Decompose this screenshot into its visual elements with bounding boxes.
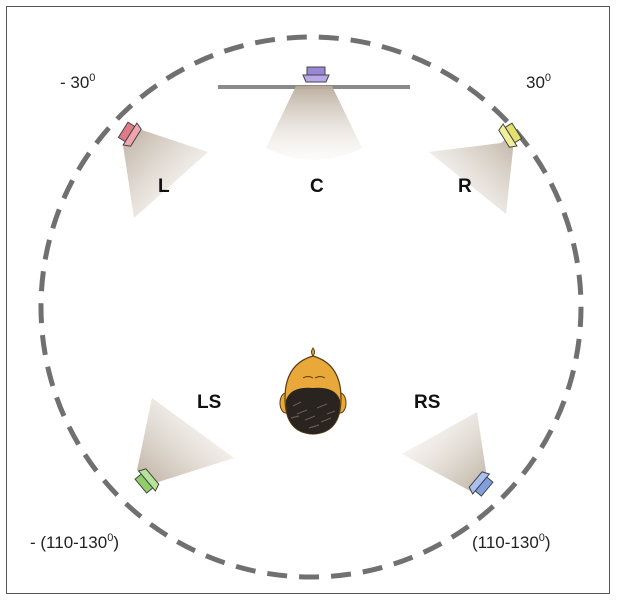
label-rs: RS	[414, 392, 440, 413]
beam-r	[429, 131, 515, 214]
label-l: L	[158, 176, 170, 197]
beam-rs	[402, 412, 487, 492]
speaker-ls-icon	[134, 468, 160, 494]
beam-l	[123, 130, 208, 218]
listener-head-icon	[279, 347, 347, 435]
angle-right: 300	[526, 72, 551, 92]
label-c: C	[310, 176, 324, 197]
label-ls: LS	[197, 392, 221, 413]
speaker-rs-icon	[468, 471, 494, 497]
speaker-c-icon	[302, 66, 330, 83]
angle-left: - 300	[60, 72, 95, 92]
angle-rear-right: (110-1300)	[472, 532, 551, 552]
beam-c	[266, 86, 362, 160]
angle-rear-left: - (110-1300)	[30, 532, 119, 552]
beam-ls	[137, 398, 234, 484]
speaker-r-icon	[498, 122, 523, 148]
speaker-l-icon	[117, 121, 142, 147]
label-r: R	[458, 176, 472, 197]
listening-circle	[38, 34, 584, 580]
